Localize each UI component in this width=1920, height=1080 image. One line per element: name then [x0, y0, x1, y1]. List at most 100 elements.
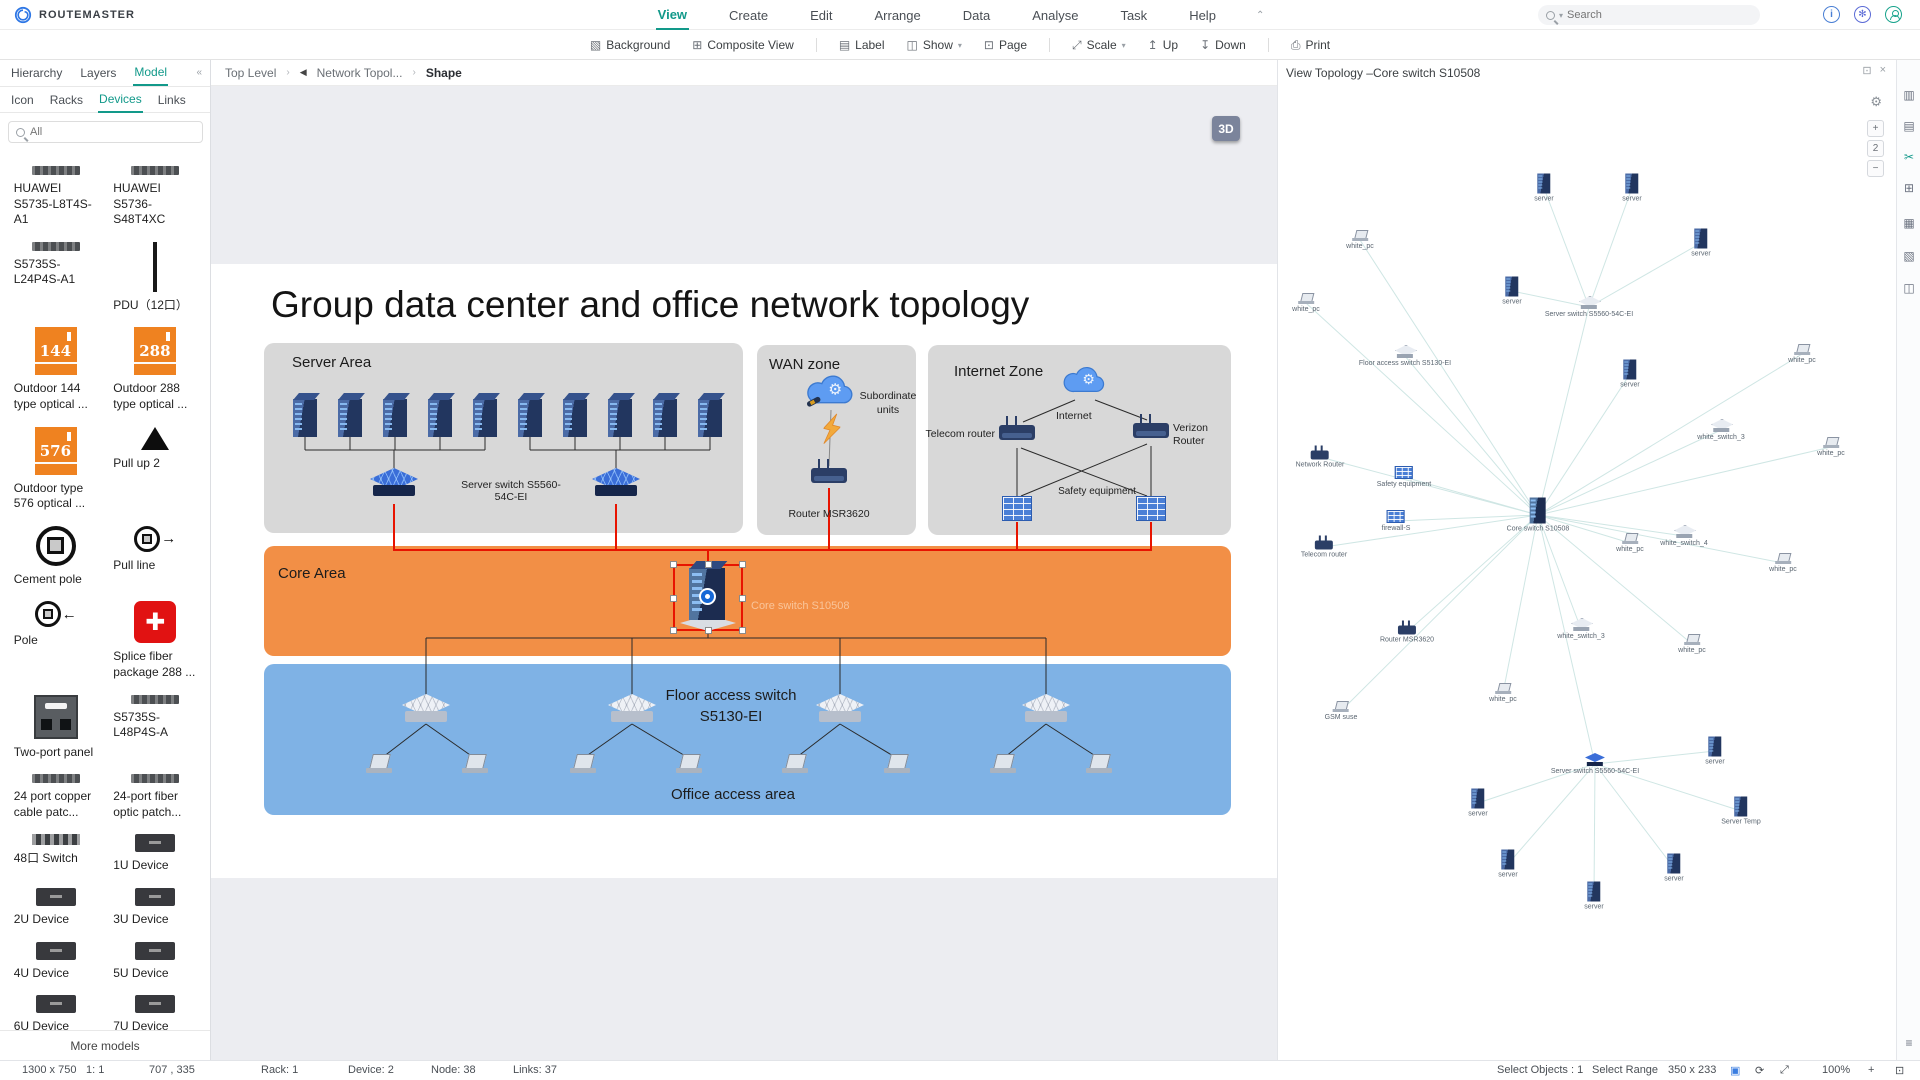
- breadcrumb-network-topology[interactable]: Network Topol...: [316, 65, 403, 80]
- device-filter[interactable]: [8, 121, 203, 143]
- office-laptop[interactable]: [782, 754, 808, 773]
- subtab-links[interactable]: Links: [157, 92, 186, 107]
- office-laptop[interactable]: [1086, 754, 1112, 773]
- server-tower[interactable]: [698, 399, 722, 437]
- core-area-zone[interactable]: [264, 546, 1231, 656]
- minimize-icon[interactable]: ⊡: [1862, 65, 1872, 77]
- rail-list-icon[interactable]: ≡: [1905, 1036, 1913, 1050]
- menu-edit[interactable]: Edit: [810, 7, 833, 23]
- tab-layers[interactable]: Layers: [80, 66, 117, 80]
- device-item[interactable]: 5U Device: [108, 932, 202, 986]
- device-filter-input[interactable]: [30, 126, 180, 138]
- server-tower[interactable]: [338, 399, 362, 437]
- device-item[interactable]: Pull up 2: [108, 417, 202, 516]
- device-item[interactable]: 24-port fiber optic patch...: [108, 764, 202, 824]
- rail-table-icon[interactable]: ▦: [1903, 216, 1915, 230]
- fit-page-icon[interactable]: ▣: [1730, 1065, 1741, 1077]
- zoom-percent[interactable]: 100%: [1822, 1064, 1851, 1076]
- back-triangle-icon[interactable]: ◀: [299, 67, 307, 77]
- show-dropdown[interactable]: ◫ Show ▾: [906, 38, 962, 52]
- fullscreen-icon[interactable]: ⊡: [1895, 1065, 1905, 1077]
- topology-node-switchb[interactable]: Server switch S5560-54C-EI: [1551, 753, 1639, 775]
- subtab-devices[interactable]: Devices: [98, 87, 143, 113]
- office-laptop[interactable]: [462, 754, 488, 773]
- device-item[interactable]: S5735S-L48P4S-A: [108, 685, 202, 765]
- internet-cloud-icon[interactable]: ⚙: [1058, 362, 1110, 403]
- device-item[interactable]: 48口 Switch: [9, 824, 103, 878]
- office-laptop[interactable]: [884, 754, 910, 773]
- 3d-toggle-button[interactable]: 3D: [1212, 116, 1240, 141]
- scale-dropdown[interactable]: ⤢ Scale ▾: [1072, 37, 1126, 53]
- global-search[interactable]: ▾: [1538, 5, 1760, 25]
- resize-handle[interactable]: [705, 627, 712, 634]
- resize-handle[interactable]: [739, 561, 746, 568]
- device-item[interactable]: S5735S-L24P4S-A1: [9, 232, 103, 318]
- topology-node-server[interactable]: server: [1620, 359, 1640, 389]
- topology-node-laptop[interactable]: white_pc: [1346, 230, 1374, 250]
- subtab-icon[interactable]: Icon: [11, 92, 34, 107]
- menu-data[interactable]: Data: [962, 7, 991, 23]
- resize-handle[interactable]: [739, 595, 746, 602]
- topology-node-firewall[interactable]: firewall-S: [1382, 510, 1410, 532]
- menu-help[interactable]: Help: [1189, 7, 1216, 23]
- rail-grid-icon[interactable]: ▥: [1903, 88, 1915, 102]
- server-switch[interactable]: [370, 468, 418, 502]
- up-button[interactable]: ↥ Up: [1147, 38, 1179, 52]
- device-item[interactable]: Pull line: [108, 516, 202, 592]
- server-area-zone[interactable]: [264, 343, 743, 533]
- rail-split-icon[interactable]: ◫: [1903, 281, 1915, 295]
- device-item[interactable]: 1U Device: [108, 824, 202, 878]
- office-laptop[interactable]: [570, 754, 596, 773]
- topology-node-laptop[interactable]: white_pc: [1769, 553, 1797, 573]
- more-models-button[interactable]: More models: [0, 1030, 210, 1060]
- topology-node-switch[interactable]: white_switch_4: [1660, 525, 1708, 547]
- resize-handle[interactable]: [670, 561, 677, 568]
- office-laptop[interactable]: [676, 754, 702, 773]
- topology-node-core[interactable]: Core switch S10508: [1507, 497, 1569, 533]
- search-scope-caret-icon[interactable]: ▾: [1559, 10, 1564, 20]
- topology-node-switch[interactable]: white_switch_3: [1697, 419, 1745, 441]
- device-item[interactable]: Cement pole: [9, 516, 103, 592]
- server-tower[interactable]: [473, 399, 497, 437]
- server-tower[interactable]: [293, 399, 317, 437]
- subtab-racks[interactable]: Racks: [49, 92, 84, 107]
- office-laptop[interactable]: [366, 754, 392, 773]
- tab-hierarchy[interactable]: Hierarchy: [11, 66, 63, 80]
- core-switch-selection[interactable]: [670, 561, 746, 634]
- topology-node-server[interactable]: server: [1691, 228, 1711, 258]
- gear-icon[interactable]: ⚙: [1870, 94, 1882, 109]
- device-item[interactable]: 7U Device: [108, 985, 202, 1030]
- refresh-icon[interactable]: ⟳: [1755, 1065, 1765, 1077]
- rail-rows-icon[interactable]: ▤: [1903, 119, 1915, 133]
- menu-collapse-icon[interactable]: ⌃: [1255, 9, 1265, 21]
- menu-view[interactable]: View: [655, 1, 690, 30]
- telecom-router[interactable]: [999, 416, 1035, 440]
- resize-handle[interactable]: [670, 627, 677, 634]
- wan-router[interactable]: [811, 459, 847, 483]
- floor-access-switch[interactable]: [1022, 694, 1070, 728]
- rail-scissors-icon[interactable]: ✂: [1903, 150, 1915, 164]
- device-item[interactable]: 24 port copper cable patc...: [9, 764, 103, 824]
- topology-node-server[interactable]: Server Temp: [1721, 796, 1761, 826]
- menu-analyse[interactable]: Analyse: [1032, 7, 1079, 23]
- topology-node-server[interactable]: server: [1502, 276, 1522, 306]
- firewall[interactable]: [1136, 496, 1166, 521]
- device-item[interactable]: 6U Device: [9, 985, 103, 1030]
- topology-node-router[interactable]: Router MSR3620: [1380, 620, 1434, 644]
- server-tower[interactable]: [518, 399, 542, 437]
- device-item[interactable]: 4U Device: [9, 932, 103, 986]
- resize-handle[interactable]: [705, 561, 712, 568]
- server-tower[interactable]: [563, 399, 587, 437]
- topology-node-firewall[interactable]: Safety equipment: [1377, 466, 1431, 488]
- device-item[interactable]: Pole: [9, 591, 103, 684]
- topology-node-server[interactable]: server: [1584, 881, 1604, 911]
- server-switch[interactable]: [592, 468, 640, 502]
- floor-access-switch[interactable]: [608, 694, 656, 728]
- server-tower[interactable]: [383, 399, 407, 437]
- topology-node-server[interactable]: server: [1664, 853, 1684, 883]
- topology-node-server[interactable]: server: [1622, 173, 1642, 203]
- diagram-canvas[interactable]: Top Level › ◀ Network Topol... › Shape 3…: [211, 60, 1277, 1060]
- topology-node-laptop[interactable]: white_pc: [1489, 683, 1517, 703]
